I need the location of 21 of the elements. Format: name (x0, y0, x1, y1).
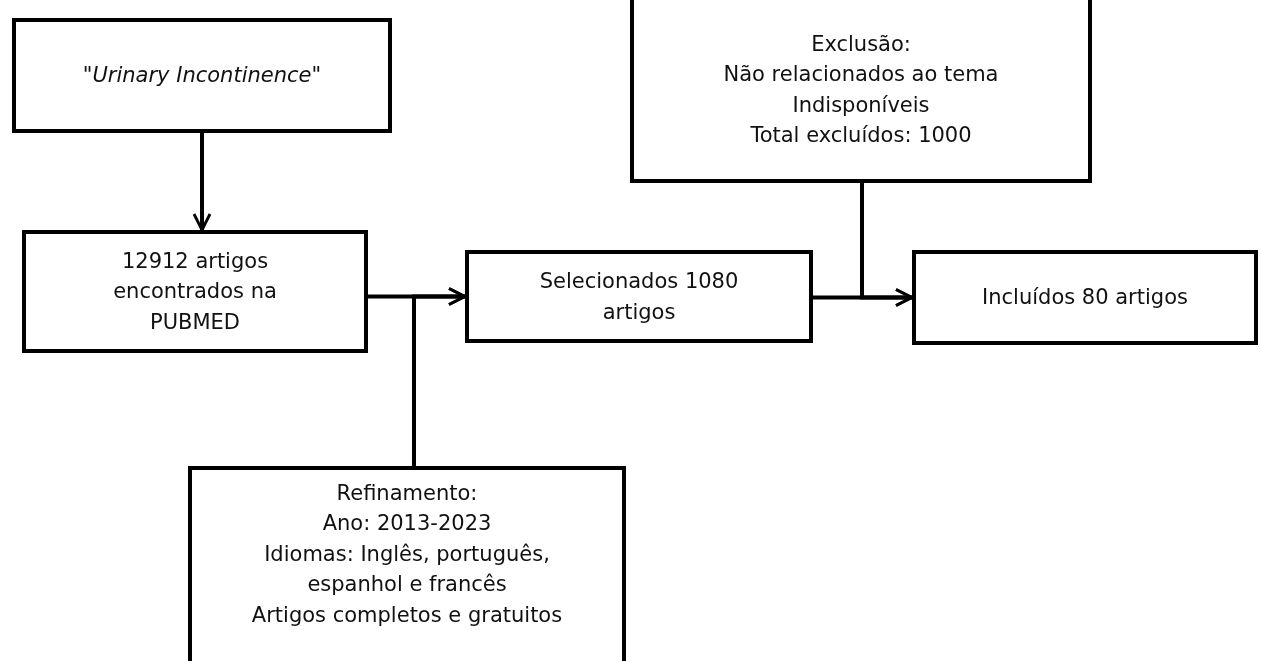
arrow (192, 133, 212, 232)
box-text: Incluídos 80 artigos (982, 284, 1188, 312)
box-text: Não relacionados ao tema (723, 61, 999, 89)
box-heading: Refinamento: (336, 480, 478, 507)
box-text: "Urinary Incontinence" (82, 62, 322, 90)
process-box (630, 0, 1092, 183)
box-text: Idiomas: Inglês, português, espanhol e francês (263, 540, 551, 599)
process-box (465, 250, 813, 343)
box-text: Artigos completos e gratuitos (251, 601, 563, 629)
process-box (12, 18, 392, 133)
box-text: 12912 artigos encontrados na PUBMED (112, 247, 278, 336)
process-box (188, 466, 626, 661)
process-box (912, 250, 1258, 345)
arrow (860, 183, 914, 307)
box-text: Total excluídos: 1000 (750, 121, 972, 149)
box-text: Ano: 2013-2023 (322, 510, 492, 538)
box-heading: Exclusão: (811, 30, 911, 58)
box-text: Selecionados 1080 artigos (538, 268, 740, 326)
process-box (22, 230, 368, 353)
box-text: Indisponíveis (792, 91, 930, 119)
arrow (412, 287, 467, 466)
